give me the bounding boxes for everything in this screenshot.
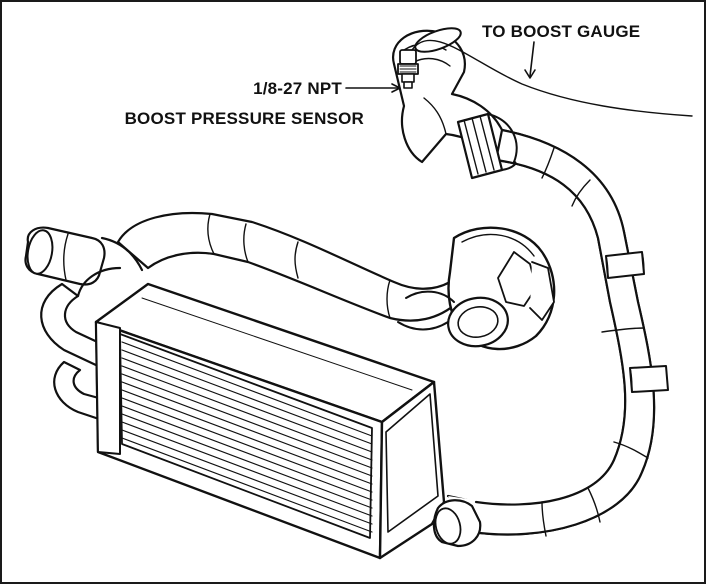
gauge-leader-arrow bbox=[524, 69, 536, 79]
intercooler-core bbox=[94, 282, 446, 560]
lower-outlet-pipe bbox=[432, 499, 482, 548]
label-sensor-thread: 1/8-27 NPT bbox=[253, 79, 342, 98]
label-to-boost-gauge: TO BOOST GAUGE bbox=[482, 22, 640, 41]
pipe-clamp-hex bbox=[456, 112, 518, 180]
boost-pressure-sensor-icon bbox=[397, 49, 419, 89]
gauge-leader-line bbox=[529, 41, 535, 77]
left-inlet-pipe bbox=[24, 226, 144, 286]
coupler-right-lower bbox=[629, 365, 669, 393]
coupler-right-upper bbox=[605, 251, 645, 279]
sensor-leader-arrow bbox=[391, 83, 401, 93]
label-boost-pressure-sensor: BOOST PRESSURE SENSOR bbox=[125, 109, 364, 128]
gauge-wire bbox=[411, 39, 693, 117]
intercooler-fins bbox=[121, 297, 413, 533]
turbo-compressor bbox=[397, 226, 556, 351]
